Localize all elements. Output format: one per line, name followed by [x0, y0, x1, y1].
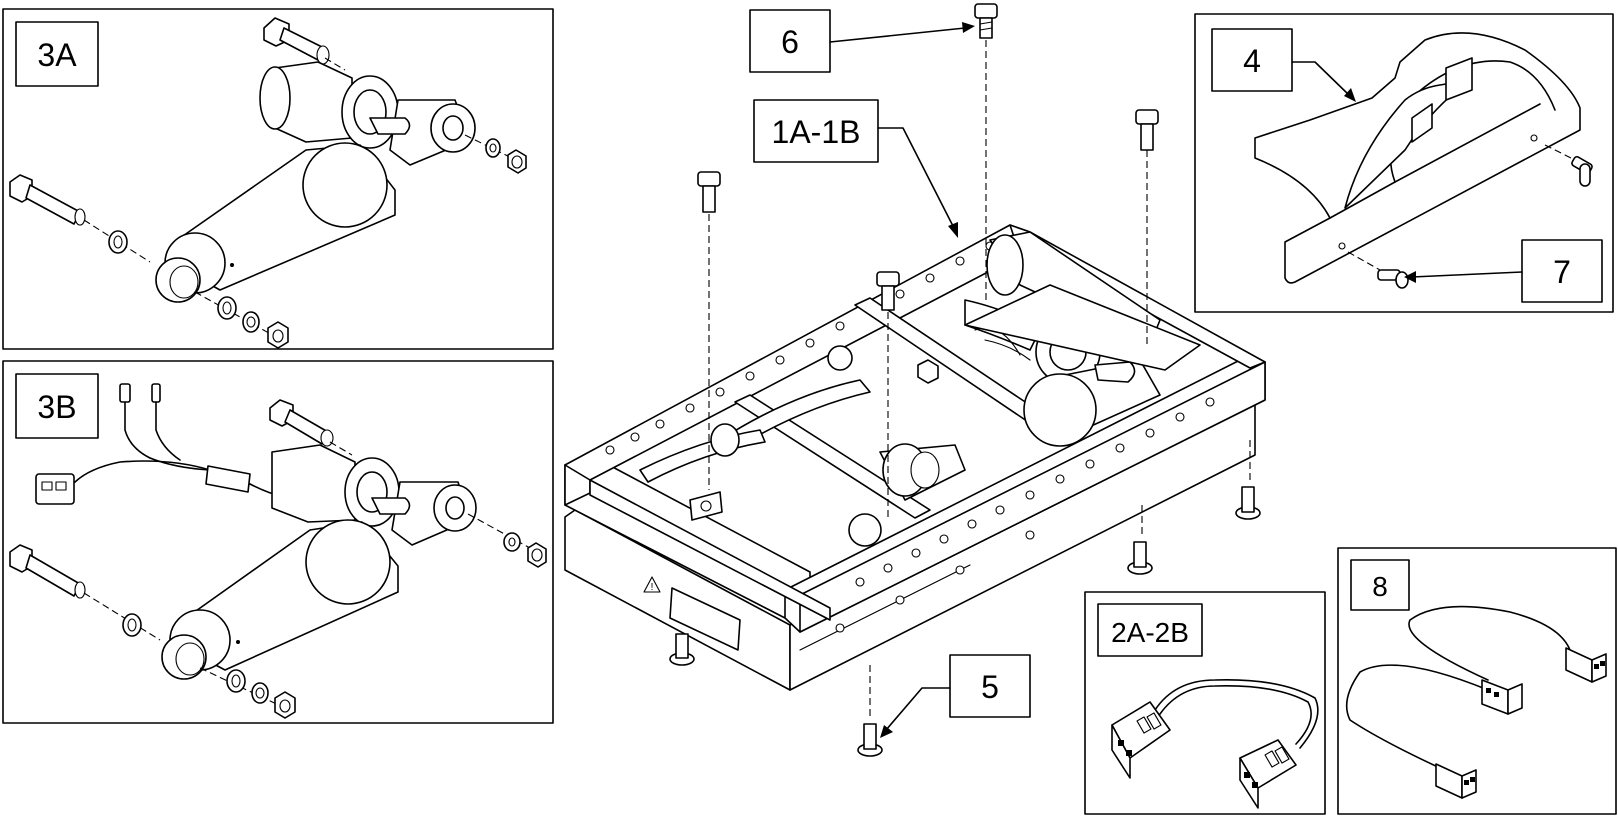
seat-lift-frame-assembly: ! [564, 224, 1266, 691]
shroud-cover [1254, 32, 1581, 284]
actuator-tube [155, 142, 396, 303]
actuator-motor [259, 61, 476, 166]
cable-8-drawing [1345, 605, 1607, 799]
washer-nut-bottom [217, 296, 289, 349]
cap-screw-right [1135, 109, 1159, 345]
harness-2a-2b-drawing [1111, 679, 1319, 809]
cable-connector-bottom [1435, 763, 1477, 799]
actuator-3b-drawing [9, 383, 547, 719]
connector-right [1239, 739, 1297, 809]
callout-6-group: 6 [749, 9, 975, 73]
base-plate: ! [564, 394, 1256, 691]
cap-screw-6 [974, 3, 998, 300]
panel-3a-actuator: 3A [2, 8, 554, 350]
frame-crossbars [639, 297, 1071, 547]
callout-7: 7 [1553, 254, 1571, 290]
washer-nut-right [485, 138, 527, 174]
svg-text:!: ! [651, 582, 654, 593]
callout-5-group: 5 [880, 654, 1031, 738]
flat-screw-mid [1127, 505, 1153, 575]
pin-bolt-top [263, 17, 330, 65]
panel-4-shroud: 4 7 [1194, 13, 1614, 313]
frame-holes [605, 241, 1215, 633]
flat-screw-bottom-left [669, 633, 695, 666]
callout-8: 8 [1372, 571, 1388, 602]
panel-8-cable: 8 [1337, 547, 1617, 815]
pin-bolt-left [9, 174, 151, 263]
shroud-screw-7 [1377, 269, 1409, 289]
washer-nut-right-3b [503, 532, 547, 568]
panel-2a-2b-harness: 2A-2B [1084, 591, 1326, 815]
cable-connector-middle [1481, 679, 1523, 715]
flat-screw-5 [857, 665, 883, 757]
callout-5: 5 [981, 669, 999, 705]
actuator-3a-drawing [9, 17, 527, 349]
callout-1a-1b: 1A-1B [772, 114, 861, 150]
callout-6: 6 [781, 24, 799, 60]
pin-bolt-left-3b [9, 544, 161, 641]
callout-2a-2b: 2A-2B [1111, 617, 1189, 648]
actuator-harness [35, 383, 331, 505]
connector-left [1111, 701, 1171, 779]
pin-bolt-top-3b [269, 399, 353, 456]
cap-screw-middle [876, 271, 900, 518]
callout-3b: 3B [37, 389, 76, 425]
rear-plate [964, 284, 1201, 371]
callout-1a-1b-group: 1A-1B [753, 99, 958, 238]
callout-4: 4 [1243, 43, 1261, 79]
screws [669, 3, 1261, 757]
flat-screw-right [1235, 440, 1261, 520]
shroud-screw-right [1571, 155, 1593, 187]
callout-3a: 3A [37, 37, 77, 73]
cable-connector-top [1565, 647, 1607, 683]
actuator-tube-3b [161, 519, 399, 680]
panel-3b-actuator: 3B [2, 360, 554, 724]
warning-triangle-icon: ! [643, 576, 661, 593]
cap-screw-left [697, 171, 721, 490]
washer-nut-bottom-3b [226, 669, 296, 719]
